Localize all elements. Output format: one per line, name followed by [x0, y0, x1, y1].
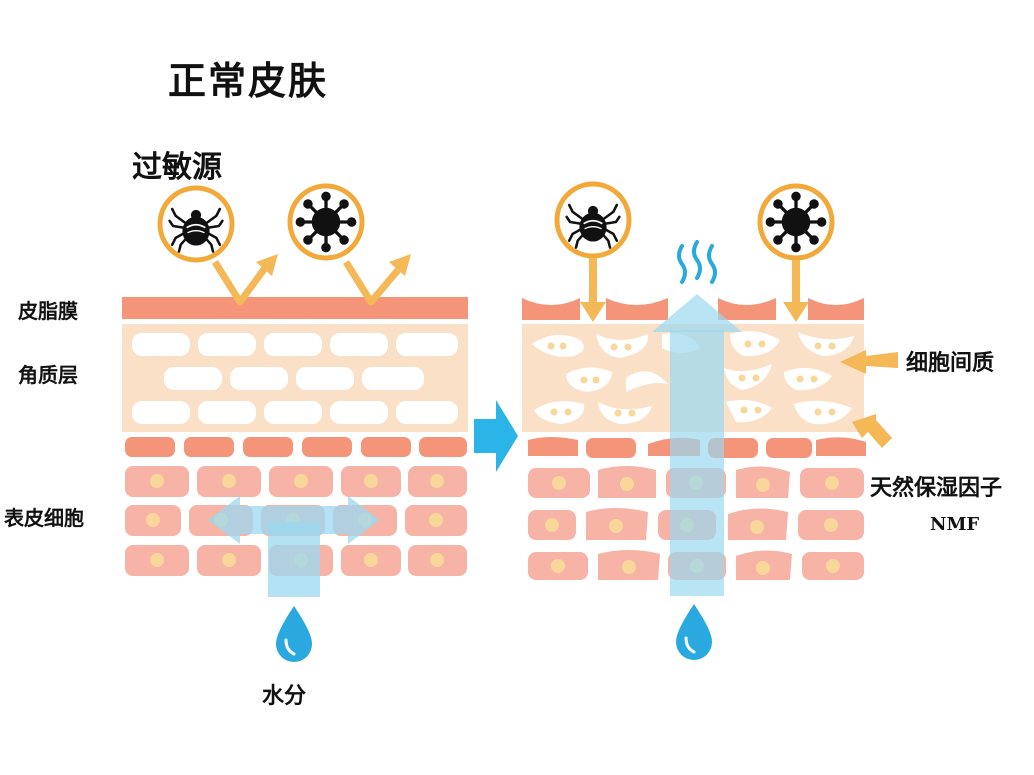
- nmf-dots: [547, 340, 836, 417]
- virus-icon: [287, 183, 365, 261]
- water-retention-arrow: [208, 496, 380, 597]
- mite-icon: [554, 181, 632, 259]
- label-stratum-corneum: 角质层: [18, 363, 78, 387]
- allergen-blocked-arrows: [212, 260, 401, 306]
- mite-icon: [157, 185, 235, 263]
- label-nmf: 天然保湿因子: [870, 476, 1003, 501]
- water-drop-icon: [676, 604, 712, 660]
- corneum-cells-left: [132, 333, 458, 424]
- epidermal-cells-right: [528, 437, 866, 580]
- steam-icon: [677, 240, 717, 284]
- sebum-layer-left: [122, 297, 468, 319]
- arrow-right-icon: [474, 400, 518, 472]
- label-nmf-abbr: NMF: [930, 514, 980, 535]
- label-intercellular: 细胞间质: [906, 351, 995, 376]
- water-label: 水分: [262, 684, 307, 709]
- allergen-penetration-arrows: [580, 258, 809, 322]
- label-sebum: 皮脂膜: [18, 299, 78, 323]
- allergen-label: 过敏源: [132, 150, 222, 185]
- label-epidermal-cells: 表皮细胞: [4, 506, 84, 530]
- water-loss-arrow: [652, 294, 742, 596]
- water-drop-icon: [276, 606, 312, 662]
- annotation-arrows: [840, 350, 898, 448]
- sebum-layer-right: [522, 298, 864, 320]
- virus-icon: [757, 183, 835, 261]
- page-title: 正常皮肤: [168, 59, 329, 103]
